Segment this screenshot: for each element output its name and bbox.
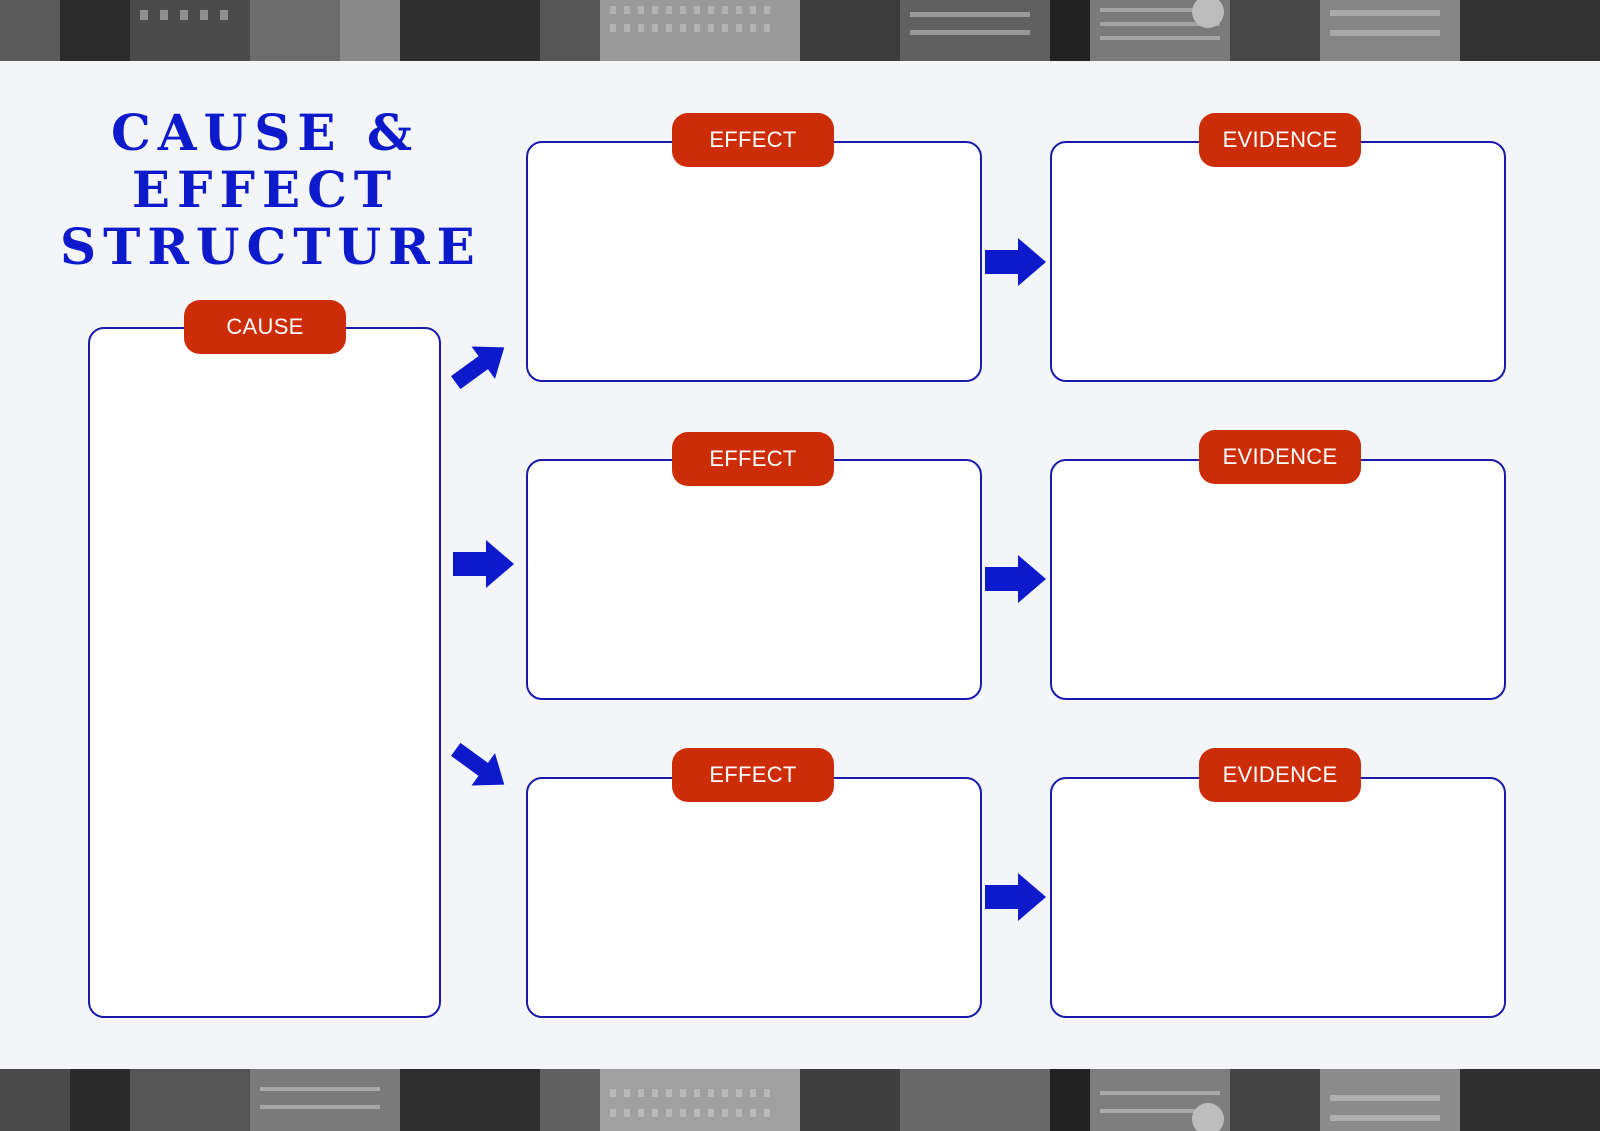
title-line-1: CAUSE & — [111, 103, 419, 162]
cause-label: CAUSE — [184, 300, 346, 354]
arrow-down-right-icon — [451, 742, 505, 786]
arrow-right-icon — [985, 238, 1046, 286]
arrow-right-icon — [985, 873, 1046, 921]
title-line-3: STRUCTURE — [60, 217, 482, 276]
title-line-2: EFFECT — [131, 160, 399, 219]
evidence-label-2: EVIDENCE — [1199, 430, 1361, 484]
evidence-box-1[interactable] — [1050, 141, 1506, 382]
arrow-right-icon — [453, 540, 514, 588]
cause-box[interactable] — [88, 327, 441, 1018]
arrow-right-icon — [985, 555, 1046, 603]
evidence-label-1: EVIDENCE — [1199, 113, 1361, 167]
effect-box-2[interactable] — [526, 459, 982, 700]
effect-box-1[interactable] — [526, 141, 982, 382]
effect-label-3: EFFECT — [672, 748, 834, 802]
city-photo-band-top — [0, 0, 1600, 61]
effect-label-1: EFFECT — [672, 113, 834, 167]
evidence-box-2[interactable] — [1050, 459, 1506, 700]
arrow-up-right-icon — [451, 346, 505, 390]
effect-label-2: EFFECT — [672, 432, 834, 486]
city-photo-band-bottom — [0, 1069, 1600, 1131]
page-title: CAUSE & EFFECT STRUCTURE — [60, 103, 482, 276]
evidence-box-3[interactable] — [1050, 777, 1506, 1018]
effect-box-3[interactable] — [526, 777, 982, 1018]
evidence-label-3: EVIDENCE — [1199, 748, 1361, 802]
